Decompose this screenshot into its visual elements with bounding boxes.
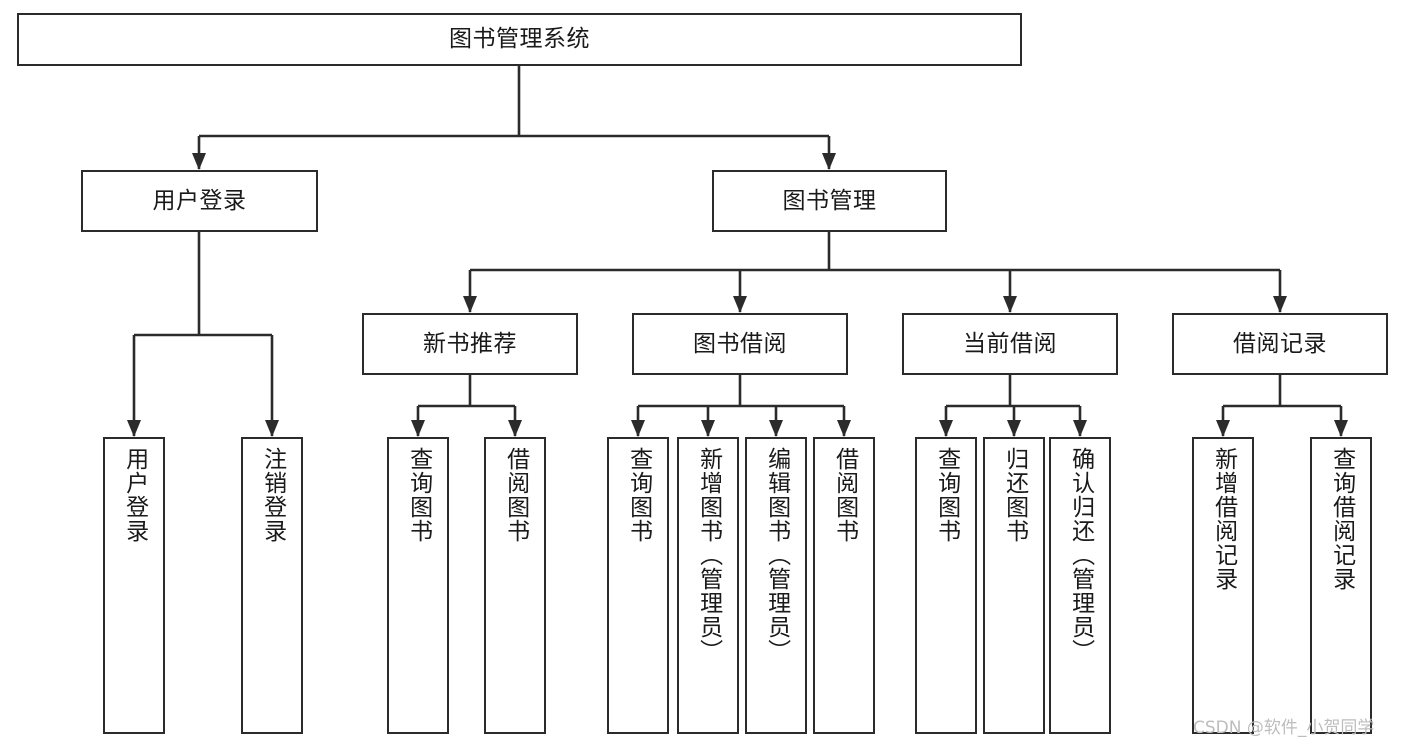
node-label: 新增借阅记录	[1210, 447, 1237, 591]
node-leaf-add-book[interactable]: 新增图书（管理员）	[677, 437, 739, 734]
arrowhead-book-borrow-branch-0	[631, 420, 645, 437]
node-leaf-add-record[interactable]: 新增借阅记录	[1192, 437, 1254, 734]
node-leaf-borrow-book-2[interactable]: 借阅图书	[813, 437, 875, 734]
node-label: 注销登录	[259, 447, 286, 543]
node-label: 图书管理系统	[449, 26, 590, 53]
node-book-manage[interactable]: 图书管理	[712, 170, 947, 232]
node-leaf-logout[interactable]: 注销登录	[241, 437, 303, 734]
node-label: 当前借阅	[963, 330, 1057, 357]
node-root[interactable]: 图书管理系统	[17, 13, 1022, 66]
node-label: 查询图书	[625, 447, 652, 543]
node-label: 编辑图书（管理员）	[763, 447, 790, 663]
watermark-text: CSDN @软件_小贺同学	[1193, 718, 1375, 738]
node-current-borrow[interactable]: 当前借阅	[902, 313, 1118, 375]
arrowhead-borrow-record-branch-0	[1216, 420, 1230, 437]
arrowhead-borrow-record-branch-1	[1334, 420, 1348, 437]
arrowhead-book-borrow-branch-1	[701, 420, 715, 437]
arrowhead-current-borrow-branch-2	[1073, 420, 1087, 437]
node-leaf-confirm-ret[interactable]: 确认归还（管理员）	[1049, 437, 1111, 734]
arrowhead-root-branch-1	[822, 153, 836, 170]
node-label: 新书推荐	[423, 330, 517, 357]
node-label: 查询图书	[405, 447, 432, 543]
arrowhead-book-manage-branch-2	[1003, 296, 1017, 313]
node-leaf-query-book-1[interactable]: 查询图书	[387, 437, 449, 734]
node-label: 借阅图书	[502, 447, 529, 543]
node-label: 查询借阅记录	[1328, 447, 1355, 591]
arrowhead-current-borrow-branch-0	[939, 420, 953, 437]
node-leaf-query-record[interactable]: 查询借阅记录	[1310, 437, 1372, 734]
node-user-login[interactable]: 用户登录	[81, 170, 318, 232]
node-leaf-return-book[interactable]: 归还图书	[983, 437, 1045, 734]
node-new-book-rec[interactable]: 新书推荐	[362, 313, 578, 375]
node-label: 用户登录	[121, 447, 148, 543]
arrowhead-book-manage-branch-1	[733, 296, 747, 313]
arrowhead-user-login-branch-1	[265, 420, 279, 437]
node-label: 新增图书（管理员）	[695, 447, 722, 663]
node-label: 图书管理	[782, 187, 877, 214]
arrowhead-book-borrow-branch-3	[837, 420, 851, 437]
arrowhead-user-login-branch-0	[127, 420, 141, 437]
node-label: 确认归还（管理员）	[1067, 447, 1094, 663]
node-label: 归还图书	[1001, 447, 1028, 543]
node-leaf-query-book-2[interactable]: 查询图书	[607, 437, 669, 734]
arrowhead-new-book-rec-branch-1	[508, 420, 522, 437]
node-leaf-user-login[interactable]: 用户登录	[103, 437, 165, 734]
arrowhead-book-manage-branch-3	[1273, 296, 1287, 313]
node-label: 图书借阅	[693, 330, 787, 357]
arrowhead-book-borrow-branch-2	[769, 420, 783, 437]
arrowhead-new-book-rec-branch-0	[411, 420, 425, 437]
node-leaf-edit-book[interactable]: 编辑图书（管理员）	[745, 437, 807, 734]
arrowhead-book-manage-branch-0	[463, 296, 477, 313]
node-borrow-record[interactable]: 借阅记录	[1172, 313, 1388, 375]
node-book-borrow[interactable]: 图书借阅	[632, 313, 848, 375]
arrowhead-current-borrow-branch-1	[1007, 420, 1021, 437]
node-leaf-borrow-book-1[interactable]: 借阅图书	[484, 437, 546, 734]
node-label: 借阅记录	[1233, 330, 1327, 357]
arrowhead-root-branch-0	[192, 153, 206, 170]
node-label: 借阅图书	[831, 447, 858, 543]
node-label: 查询图书	[933, 447, 960, 543]
node-label: 用户登录	[152, 187, 247, 214]
node-leaf-query-book-3[interactable]: 查询图书	[915, 437, 977, 734]
